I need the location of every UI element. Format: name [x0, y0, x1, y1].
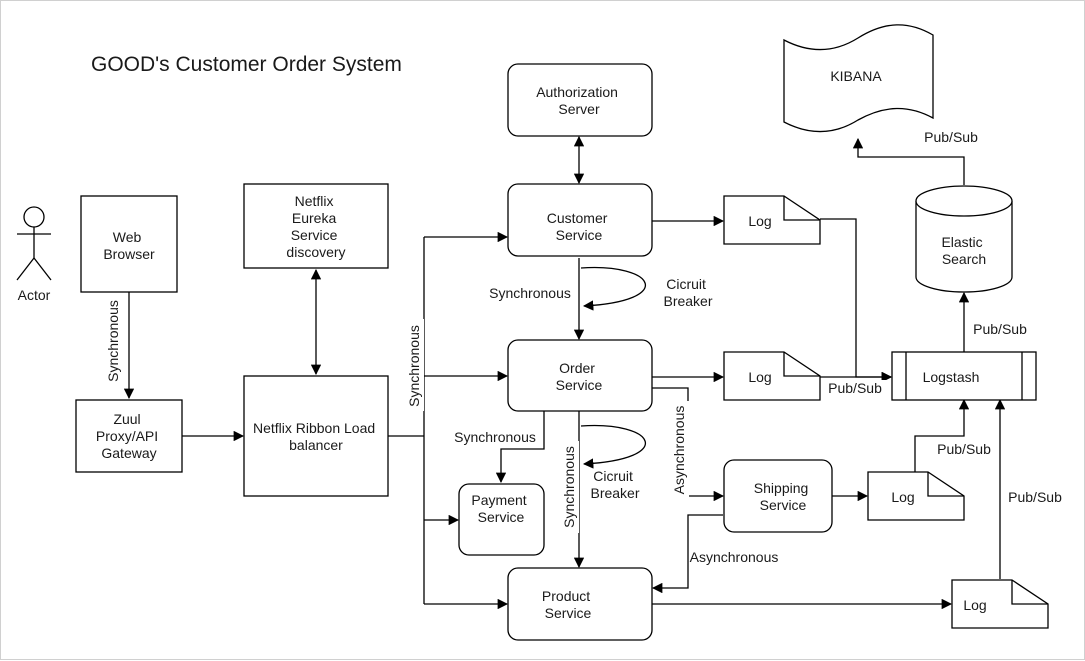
- edge-log3-logstash: [914, 398, 970, 473]
- log-node-order: Log: [723, 351, 821, 401]
- order-service-label: Order Service: [556, 360, 603, 393]
- log-node-shipping: Log: [867, 471, 965, 521]
- zuul-gateway-node: Zuul Proxy/API Gateway: [75, 399, 183, 473]
- shipping-service-label: Shipping Service: [754, 480, 812, 513]
- label-bg: [561, 441, 579, 533]
- elastic-search-label: Elastic Search: [941, 234, 986, 267]
- actor-label: Actor: [18, 287, 51, 303]
- label-bg: [104, 296, 122, 386]
- ribbon-load-balancer-label: Netflix Ribbon Load balancer: [253, 420, 379, 453]
- log-label: Log: [748, 369, 771, 385]
- label-order-shipping-async: Asynchronous: [671, 406, 687, 495]
- label-order-payment-sync: Synchronous: [454, 429, 536, 445]
- logstash-node: Logstash: [891, 351, 1037, 401]
- logstash-label: Logstash: [923, 369, 980, 385]
- authorization-server-label: Authorization Server: [536, 84, 622, 117]
- edge-shipping-product: [651, 514, 723, 594]
- label-bg: [671, 401, 689, 497]
- zuul-gateway-label: Zuul Proxy/API Gateway: [96, 411, 162, 461]
- payment-service-node: Payment Service: [458, 483, 545, 556]
- label-browser-zuul-sync: Synchronous: [105, 300, 121, 382]
- kibana-node: KIBANA: [783, 24, 934, 133]
- diagram-title: GOOD's Customer Order System: [91, 53, 402, 76]
- eureka-discovery-label: Netflix Eureka Service discovery: [286, 193, 345, 260]
- label-logstash-elastic-pubsub: Pub/Sub: [973, 321, 1027, 337]
- order-service-node: Order Service: [507, 339, 653, 412]
- edge-order-payment: [495, 411, 545, 484]
- edge-circuit-loop-2: [580, 424, 647, 469]
- label-logs-pubsub: Pub/Sub: [828, 380, 882, 396]
- label-circuit-breaker-2: Cicruit Breaker: [590, 468, 639, 501]
- log-label: Log: [748, 213, 771, 229]
- label-log3-logstash-pubsub: Pub/Sub: [937, 441, 991, 457]
- elastic-search-node: Elastic Search: [915, 185, 1013, 293]
- label-bg: [826, 380, 886, 396]
- product-service-label: Product Service: [542, 588, 594, 621]
- log-label: Log: [963, 597, 986, 613]
- customer-service-node: Customer Service: [507, 183, 653, 257]
- product-service-node: Product Service: [507, 567, 653, 641]
- log-node-customer: Log: [723, 195, 821, 245]
- label-shipping-product-async: Asynchronous: [690, 549, 779, 565]
- web-browser-label: Web Browser: [103, 229, 155, 262]
- log-node-product: Log: [951, 579, 1049, 629]
- label-elastic-kibana-pubsub: Pub/Sub: [924, 129, 978, 145]
- label-bg: [406, 319, 424, 411]
- label-order-product-sync: Synchronous: [561, 446, 577, 528]
- edge-ribbon-bus: [388, 237, 425, 604]
- customer-service-label: Customer Service: [547, 210, 612, 243]
- edge-log1-logstash: [820, 218, 893, 383]
- label-log4-logstash-pubsub: Pub/Sub: [1008, 489, 1062, 505]
- edge-circuit-loop-1: [580, 266, 647, 311]
- kibana-label: KIBANA: [830, 68, 882, 84]
- label-ribbon-sync: Synchronous: [406, 325, 422, 407]
- ribbon-load-balancer-node: Netflix Ribbon Load balancer: [243, 375, 389, 497]
- web-browser-node: Web Browser: [80, 195, 178, 293]
- eureka-discovery-node: Netflix Eureka Service discovery: [243, 183, 389, 269]
- authorization-server-node: Authorization Server: [507, 63, 653, 137]
- actor-figure: Actor: [16, 206, 52, 303]
- payment-service-label: Payment Service: [471, 492, 530, 525]
- log-label: Log: [891, 489, 914, 505]
- shipping-service-node: Shipping Service: [723, 459, 833, 533]
- edge-elastic-kibana: [852, 137, 965, 185]
- label-customer-order-sync: Synchronous: [489, 285, 571, 301]
- label-circuit-breaker-1: Cicruit Breaker: [663, 276, 712, 309]
